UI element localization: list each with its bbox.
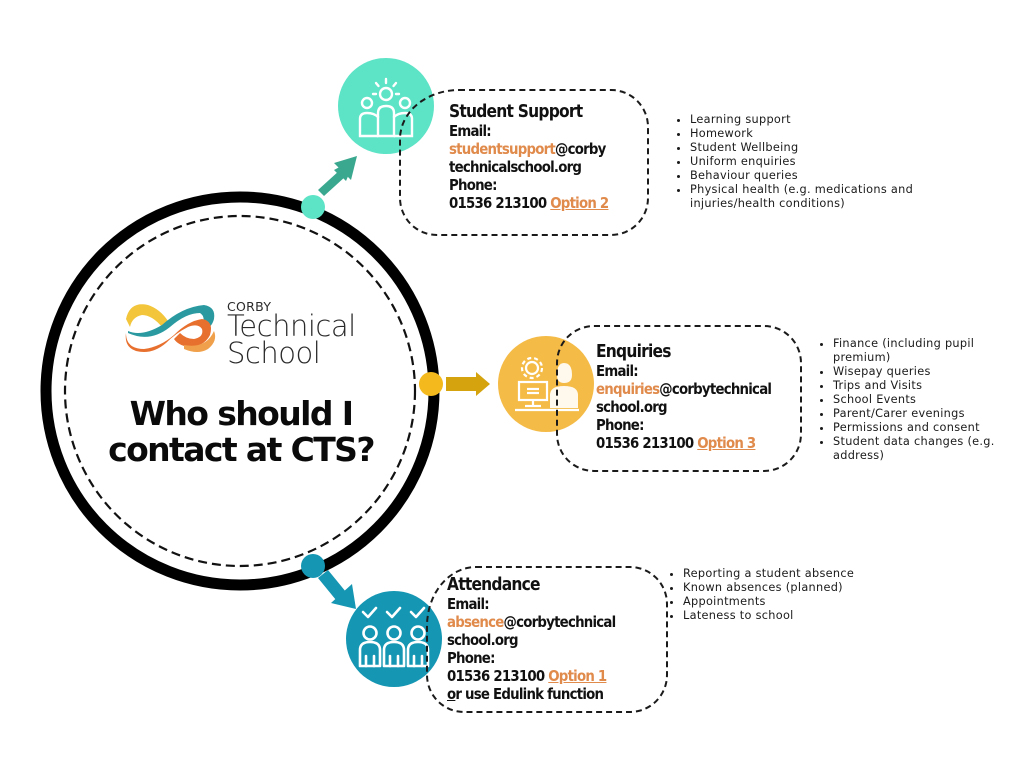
list-item: Behaviour queries (690, 169, 950, 183)
title-line-2: contact at CTS? (108, 430, 375, 469)
list-item: Trips and Visits (833, 379, 1023, 393)
email-domain[interactable]: @corbytechnical (659, 380, 772, 398)
attendance-title: Attendance (447, 574, 541, 595)
list-item: Physical health (e.g. medications and in… (690, 183, 950, 211)
option-link[interactable]: Option 1 (548, 667, 607, 685)
student-support-phone: 01536 213100 Option 2 (449, 194, 609, 212)
enquiries-details: Enquiries Email: enquiries@corbytechnica… (596, 341, 772, 452)
email-user[interactable]: enquiries (596, 380, 660, 398)
enquiries-title: Enquiries (596, 341, 671, 362)
student-support-phone-label: Phone: (449, 176, 497, 194)
attendance-checkmarks-icon (346, 591, 442, 687)
attendance-email: absence@corbytechnical (447, 613, 617, 631)
enquiries-dot (419, 372, 443, 396)
main-ring (40, 191, 440, 591)
enquiries-email-domain-cont[interactable]: school.org (596, 398, 668, 416)
student-support-email-label: Email: (449, 122, 492, 140)
student-support-title: Student Support (449, 101, 583, 122)
attendance-email-label: Email: (447, 595, 490, 613)
enquiries-email: enquiries@corbytechnical (596, 380, 772, 398)
phone-number: 01536 213100 (449, 194, 547, 212)
cts-logo-text: CORBY Technical School (227, 299, 356, 370)
phone-number: 01536 213100 (447, 667, 545, 685)
attendance-dot (301, 554, 325, 578)
email-domain[interactable]: @corbytechnical (503, 613, 617, 631)
list-item: Appointments (683, 595, 923, 609)
enquiries-email-label: Email: (596, 362, 639, 380)
email-user[interactable]: studentsupport (449, 140, 556, 158)
email-user[interactable]: absence (447, 613, 504, 631)
list-item: Permissions and consent (833, 421, 1023, 435)
attendance-box (426, 566, 668, 713)
logo-corby: CORBY (227, 299, 272, 314)
list-item: Lateness to school (683, 609, 923, 623)
list-item: Parent/Carer evenings (833, 407, 1023, 421)
logo-technical: Technical (227, 309, 356, 343)
list-item: Finance (including pupil premium) (833, 337, 1023, 365)
list-item: Learning support (690, 113, 950, 127)
enquiries-topics: Finance (including pupil premium) Wisepa… (817, 337, 1023, 463)
attendance-phone-label: Phone: (447, 649, 495, 667)
enquiries-connector (419, 372, 490, 396)
enquiries-box (556, 325, 802, 472)
edulink-text: r use Edulink function (455, 685, 604, 703)
attendance-connector (301, 554, 356, 609)
student-support-topics: Learning support Homework Student Wellbe… (674, 113, 950, 211)
student-support-box (399, 89, 649, 236)
list-item: Student data changes (e.g. address) (833, 435, 1023, 463)
logo-school: School (227, 336, 321, 370)
list-item: Reporting a student absence (683, 567, 923, 581)
option-link[interactable]: Option 3 (697, 434, 756, 452)
attendance-phone: 01536 213100 Option 1 (447, 667, 615, 685)
list-item: Uniform enquiries (690, 155, 950, 169)
attendance-email-domain-cont[interactable]: school.org (447, 631, 519, 649)
list-item: Known absences (planned) (683, 581, 923, 595)
student-support-connector (301, 156, 357, 219)
option-link[interactable]: Option 2 (550, 194, 609, 212)
email-domain[interactable]: @corby (555, 140, 606, 158)
list-item: Student Wellbeing (690, 141, 950, 155)
inner-dashed-ring (63, 214, 417, 568)
student-support-details: Student Support Email: studentsupport@co… (449, 101, 609, 212)
enquiries-phone-label: Phone: (596, 416, 644, 434)
attendance-topics: Reporting a student absence Known absenc… (667, 567, 923, 623)
attendance-details: Attendance Email: absence@corbytechnical… (447, 574, 617, 703)
attendance-edulink-note: or use Edulink function (447, 685, 615, 703)
page-title: Who should I contact at CTS? (96, 396, 386, 468)
list-item: Homework (690, 127, 950, 141)
phone-number: 01536 213100 (596, 434, 694, 452)
edulink-or: o (447, 685, 456, 703)
cts-logo-mark (125, 304, 216, 352)
title-line-1: Who should I (129, 394, 354, 433)
list-item: School Events (833, 393, 1023, 407)
student-support-dot (301, 195, 325, 219)
enquiries-phone: 01536 213100 Option 3 (596, 434, 771, 452)
list-item: Wisepay queries (833, 365, 1023, 379)
student-support-email: studentsupport@corby (449, 140, 608, 158)
student-support-email-domain-cont[interactable]: technicalschool.org (449, 158, 582, 176)
